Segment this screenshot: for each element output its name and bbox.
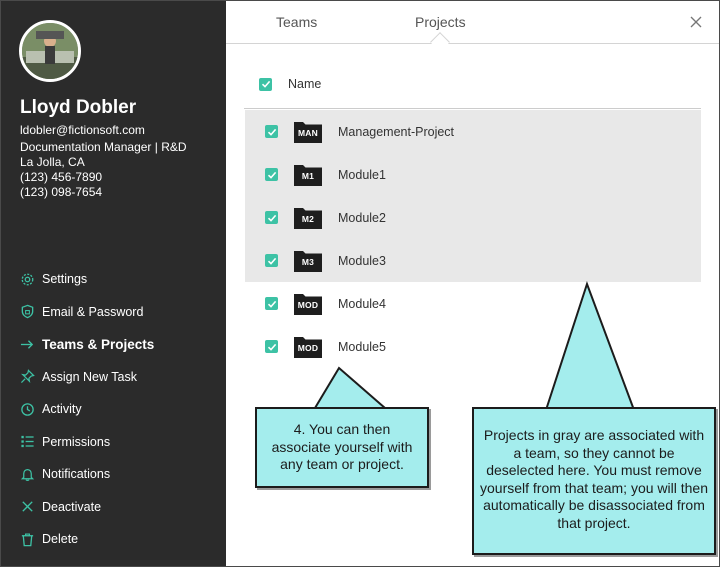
sidebar-item-label: Settings: [42, 272, 88, 287]
project-checkbox[interactable]: [265, 168, 278, 181]
project-row[interactable]: MAN Management-Project: [265, 110, 454, 153]
project-name: Module4: [338, 296, 386, 311]
sidebar-item-label: Delete: [42, 532, 79, 547]
folder-icon: MOD: [294, 293, 322, 315]
sidebar-item-label: Activity: [42, 402, 82, 417]
shield-icon: [19, 304, 35, 320]
project-code: MOD: [297, 342, 319, 353]
divider: [244, 108, 701, 109]
sidebar-item-label: Deactivate: [42, 499, 102, 514]
project-code: M2: [301, 213, 315, 224]
sidebar-item-activity[interactable]: Activity: [19, 393, 219, 426]
bell-icon: [19, 466, 35, 482]
project-code: MOD: [297, 299, 319, 310]
project-row[interactable]: MOD Module4: [265, 282, 386, 325]
sidebar-item-label: Notifications: [42, 467, 111, 482]
project-row[interactable]: M2 Module2: [265, 196, 386, 239]
project-row[interactable]: M3 Module3: [265, 239, 386, 282]
check-icon: [261, 80, 270, 88]
sidebar-item-teams-projects[interactable]: Teams & Projects: [19, 328, 219, 361]
check-icon: [267, 257, 276, 265]
sidebar-nav: Settings Email & Password Teams & Projec…: [19, 263, 219, 556]
project-code: MAN: [298, 127, 318, 138]
project-name: Module2: [338, 210, 386, 225]
callout-associate: 4. You can then associate yourself with …: [255, 407, 429, 488]
project-row[interactable]: MOD Module5: [265, 325, 386, 368]
sidebar-item-notifications[interactable]: Notifications: [19, 458, 219, 491]
project-row[interactable]: M1 Module1: [265, 153, 386, 196]
project-name: Management-Project: [338, 124, 455, 139]
project-checkbox[interactable]: [265, 125, 278, 138]
check-icon: [267, 214, 276, 222]
sidebar-item-delete[interactable]: Delete: [19, 523, 219, 556]
sidebar-item-permissions[interactable]: Permissions: [19, 426, 219, 459]
folder-icon: M3: [294, 250, 322, 272]
project-checkbox[interactable]: [265, 211, 278, 224]
gear-icon: [19, 271, 35, 287]
project-checkbox[interactable]: [265, 254, 278, 267]
sidebar-item-label: Email & Password: [42, 304, 144, 319]
clock-icon: [19, 401, 35, 417]
tab-projects[interactable]: Projects: [415, 14, 466, 30]
x-icon: [19, 499, 35, 515]
sidebar-item-deactivate[interactable]: Deactivate: [19, 491, 219, 524]
sidebar-item-label: Assign New Task: [42, 369, 137, 384]
profile-sidebar: Lloyd Dobler ldobler@fictionsoft.com Doc…: [1, 1, 226, 566]
sidebar-item-email-password[interactable]: Email & Password: [19, 296, 219, 329]
project-checkbox[interactable]: [265, 297, 278, 310]
avatar: [19, 20, 81, 82]
trash-icon: [19, 531, 35, 547]
check-icon: [267, 171, 276, 179]
arrow-right-icon: [19, 336, 35, 352]
project-name: Module3: [338, 253, 386, 268]
project-name: Module1: [338, 167, 386, 182]
list-icon: [19, 434, 35, 450]
folder-icon: MAN: [294, 121, 322, 143]
tab-bar: Teams Projects: [226, 1, 719, 44]
tab-teams[interactable]: Teams: [276, 14, 318, 30]
user-phone-2: (123) 098-7654: [20, 185, 103, 199]
pin-icon: [19, 369, 35, 385]
user-phone-1: (123) 456-7890: [20, 170, 103, 184]
check-icon: [267, 128, 276, 136]
table-header: Name: [259, 77, 321, 91]
column-header-name: Name: [288, 77, 322, 91]
projects-panel: Teams Projects Name MAN Management-Projec…: [226, 1, 719, 566]
folder-icon: M2: [294, 207, 322, 229]
project-code: M3: [301, 256, 315, 267]
callout-gray-projects: Projects in gray are associated with a t…: [472, 407, 716, 555]
project-checkbox[interactable]: [265, 340, 278, 353]
sidebar-item-label: Permissions: [42, 434, 111, 449]
project-name: Module5: [338, 339, 386, 354]
sidebar-item-assign-new-task[interactable]: Assign New Task: [19, 361, 219, 394]
check-icon: [267, 300, 276, 308]
user-location: La Jolla, CA: [20, 155, 85, 169]
sidebar-item-settings[interactable]: Settings: [19, 263, 219, 296]
close-icon[interactable]: [688, 14, 704, 30]
folder-icon: MOD: [294, 336, 322, 358]
user-email: ldobler@fictionsoft.com: [20, 123, 145, 137]
check-icon: [267, 343, 276, 351]
callout-text: Projects in gray are associated with a t…: [480, 427, 708, 531]
sidebar-item-label: Teams & Projects: [42, 336, 155, 352]
user-name: Lloyd Dobler: [20, 97, 137, 118]
folder-icon: M1: [294, 164, 322, 186]
select-all-checkbox[interactable]: [259, 77, 272, 91]
project-code: M1: [301, 170, 315, 181]
callout-text: 4. You can then associate yourself with …: [271, 421, 413, 472]
user-title: Documentation Manager | R&D: [20, 140, 187, 154]
